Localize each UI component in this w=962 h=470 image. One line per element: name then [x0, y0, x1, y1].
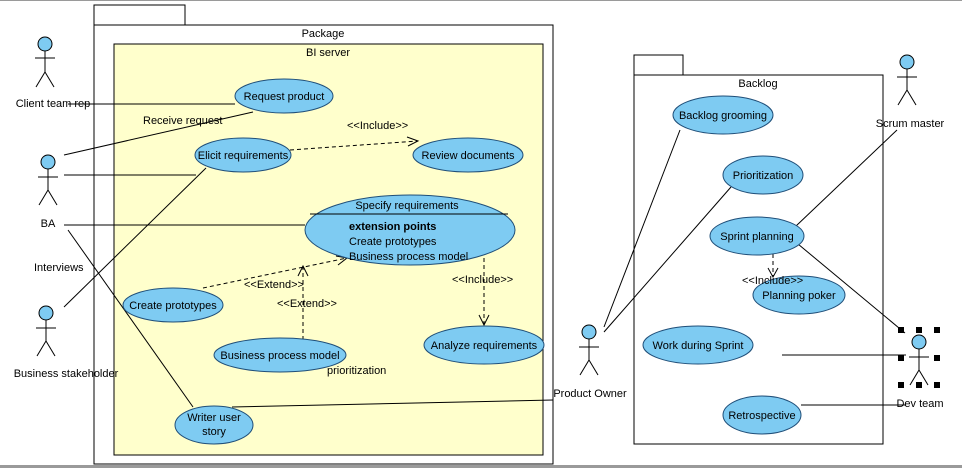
usecase-retrospective-label: Retrospective: [728, 410, 795, 422]
usecase-writer-label-2: story: [202, 426, 226, 438]
usecase-planning-poker-label: Planning poker: [762, 290, 836, 302]
system-title: BI server: [306, 47, 350, 59]
extend-bpm-specify-arrowhead: [297, 264, 309, 277]
usecase-bpm-label: Business process model: [220, 350, 339, 362]
label-extend-bpm: <<Extend>>: [277, 298, 337, 310]
assoc-po-prioritization[interactable]: [603, 186, 732, 333]
usecase-work-sprint-label: Work during Sprint: [653, 340, 744, 352]
usecase-specify-requirements[interactable]: Specify requirements extension points Cr…: [304, 194, 516, 266]
usecase-review-documents[interactable]: Review documents: [412, 137, 524, 173]
actor-dev-team-label: Dev team: [896, 398, 943, 410]
usecase-analyze-requirements[interactable]: Analyze requirements: [423, 325, 545, 365]
package-tab-left[interactable]: [93, 4, 186, 26]
usecase-backlog-grooming-label: Backlog grooming: [679, 110, 767, 122]
actor-stakeholder-label: Business stakeholder: [14, 368, 119, 380]
extension-points-header: extension points: [349, 221, 436, 233]
label-interviews: Interviews: [34, 262, 84, 274]
usecase-writer-user-story[interactable]: Writer user story: [174, 405, 254, 445]
extend-prototypes-specify[interactable]: [202, 257, 348, 289]
selection-handles-dev-team[interactable]: [898, 327, 940, 388]
usecase-backlog-grooming[interactable]: Backlog grooming: [672, 95, 774, 135]
usecase-create-prototypes-label: Create prototypes: [129, 300, 217, 312]
assoc-po-grooming[interactable]: [603, 129, 681, 328]
actor-ba-label: BA: [41, 218, 56, 230]
include-specify-analyze-arrowhead: [478, 314, 490, 327]
usecase-request-product-label: Request product: [244, 91, 325, 103]
usecase-retrospective[interactable]: Retrospective: [722, 395, 802, 435]
actor-scrum-master[interactable]: Scrum master: [876, 54, 945, 130]
actor-client-label: Client team rep: [16, 98, 91, 110]
usecase-writer-label-1: Writer user: [187, 412, 241, 424]
actor-ba[interactable]: BA: [38, 154, 58, 230]
usecase-create-prototypes[interactable]: Create prototypes: [122, 287, 224, 323]
assoc-ba-writer[interactable]: [67, 229, 194, 408]
extension-point-bpm: Business process model: [349, 251, 468, 263]
extension-point-prototypes: Create prototypes: [349, 236, 437, 248]
usecase-prioritization-label: Prioritization: [733, 170, 794, 182]
actor-scrum-master-label: Scrum master: [876, 118, 945, 130]
package-right-title: Backlog: [738, 78, 777, 90]
label-include-review: <<Include>>: [347, 120, 408, 132]
usecase-sprint-planning[interactable]: Sprint planning: [709, 216, 805, 256]
assoc-scrummaster-sprint[interactable]: [795, 129, 898, 227]
package-tab-right[interactable]: [633, 54, 684, 76]
usecase-business-process-model[interactable]: Business process model: [213, 337, 347, 373]
actor-client-team-rep[interactable]: Client team rep: [16, 36, 91, 110]
usecase-review-label: Review documents: [422, 150, 515, 162]
package-backlog[interactable]: [633, 74, 884, 445]
include-elicit-review[interactable]: [289, 140, 419, 151]
usecase-analyze-label: Analyze requirements: [431, 340, 538, 352]
usecase-prioritization[interactable]: Prioritization: [722, 155, 804, 195]
label-prioritization-note: prioritization: [327, 365, 386, 377]
usecase-work-during-sprint[interactable]: Work during Sprint: [642, 325, 754, 365]
label-receive-request: Receive request: [143, 115, 223, 127]
label-include-analyze: <<Include>>: [452, 274, 513, 286]
include-sprint-poker-arrowhead: [767, 267, 779, 279]
label-extend-prototypes: <<Extend>>: [244, 279, 304, 291]
actor-product-owner-label: Product Owner: [553, 388, 627, 400]
actor-dev-team[interactable]: Dev team: [896, 334, 944, 410]
usecase-sprint-planning-label: Sprint planning: [720, 231, 793, 243]
assoc-writer-productowner[interactable]: [231, 399, 554, 408]
usecase-elicit-requirements[interactable]: Elicit requirements: [194, 137, 292, 173]
assoc-stakeholder-elicit[interactable]: [63, 167, 207, 308]
include-elicit-review-arrowhead: [406, 136, 420, 147]
actor-business-stakeholder[interactable]: Business stakeholder: [14, 305, 119, 380]
usecase-request-product[interactable]: Request product: [234, 78, 334, 114]
actor-product-owner[interactable]: Product Owner: [553, 324, 627, 400]
usecase-specify-label: Specify requirements: [355, 200, 459, 212]
usecase-planning-poker[interactable]: Planning poker: [752, 275, 846, 315]
package-left-title: Package: [302, 28, 345, 40]
usecase-elicit-label: Elicit requirements: [198, 150, 289, 162]
label-include-sprint: <<Include>>: [742, 275, 803, 287]
assoc-ba-request[interactable]: [63, 111, 254, 156]
assoc-sprint-devteam[interactable]: [797, 243, 906, 334]
